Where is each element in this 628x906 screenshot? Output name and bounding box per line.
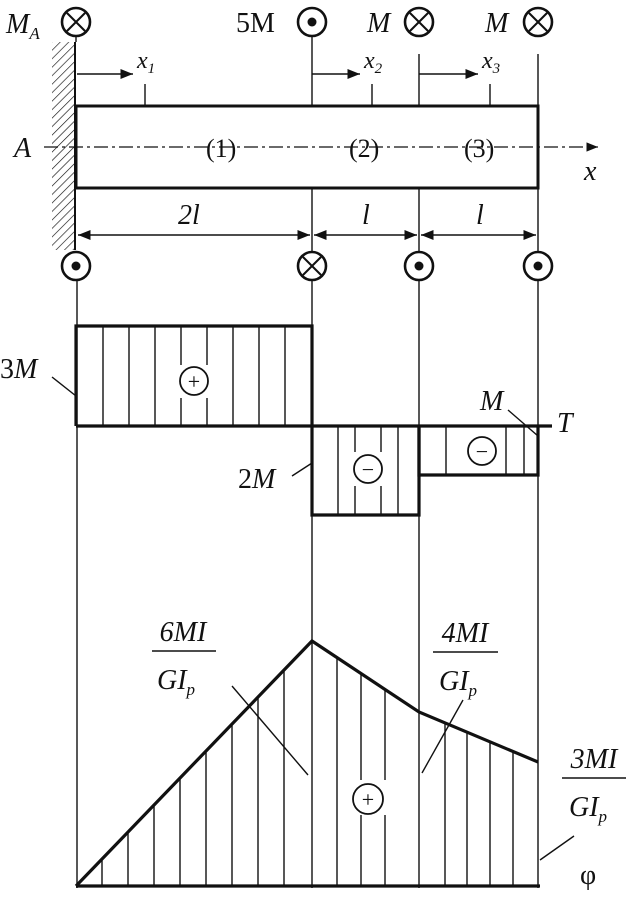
torque-sign-minus-2: − [353, 454, 383, 484]
section-2-label: (2) [349, 134, 379, 163]
coordinate-arrows [77, 68, 491, 118]
torque-3m-label: 3M [0, 354, 39, 385]
torque-t-label: T [557, 408, 575, 439]
svg-text:3MI: 3MI [570, 744, 619, 775]
torque-hatch-3 [445, 426, 525, 475]
svg-text:GIp: GIp [439, 666, 477, 700]
angle-value-4mi: 4MI GIp [433, 618, 498, 700]
svg-text:+: + [362, 787, 374, 812]
dim-l-label-2: l [362, 200, 370, 231]
section-3-label: (3) [464, 134, 494, 163]
angle-phi-label: φ [580, 860, 596, 891]
cross-symbol-icon [60, 6, 92, 38]
coord-x2-label: x2 [363, 48, 383, 77]
torque-hatch-1 [102, 326, 286, 426]
torque-hatch-2 [337, 426, 399, 515]
top-moment-symbols [60, 6, 554, 54]
svg-text:GIp: GIp [157, 665, 195, 699]
torque-m-label: M [479, 386, 505, 417]
lower-moment-symbols [60, 250, 554, 282]
torque-sign-minus-3: − [467, 436, 497, 466]
angle-hatch [101, 641, 514, 886]
svg-text:6MI: 6MI [160, 617, 208, 648]
support-moment-label: MA [5, 9, 40, 43]
cross-symbol-icon [522, 6, 554, 38]
dot-symbol-icon [403, 250, 435, 282]
dim-2l-label: 2l [178, 200, 200, 231]
section-1-label: (1) [206, 134, 236, 163]
angle-sign-plus: + [352, 783, 384, 815]
dot-symbol-icon [60, 250, 92, 282]
cross-symbol-icon [296, 250, 328, 282]
point-a-label: A [12, 133, 32, 164]
svg-text:4MI: 4MI [442, 618, 490, 649]
coord-x1-label: x1 [136, 48, 155, 77]
cross-symbol-icon [403, 6, 435, 38]
angle-value-6mi: 6MI GIp [152, 617, 216, 699]
svg-text:GIp: GIp [569, 792, 607, 826]
svg-text:+: + [188, 369, 200, 394]
dot-symbol-icon [522, 250, 554, 282]
fixed-wall [52, 42, 76, 250]
svg-text:−: − [476, 439, 488, 464]
axis-x-label: x [583, 156, 597, 187]
torque-2m-label: 2M [238, 464, 277, 495]
svg-text:−: − [362, 457, 374, 482]
moment-m-label-4: M [484, 8, 510, 39]
angle-value-3mi: 3MI GIp [562, 744, 626, 826]
dim-l-label-3: l [476, 200, 484, 231]
coord-x3-label: x3 [481, 48, 500, 77]
moment-m-label-3: M [366, 8, 392, 39]
torque-diagram: + − − [51, 324, 552, 517]
angle-diagram: + [74, 638, 575, 888]
dot-symbol-icon [296, 6, 328, 38]
moment-5m-label: 5M [236, 8, 275, 39]
torque-sign-plus: + [179, 366, 209, 396]
